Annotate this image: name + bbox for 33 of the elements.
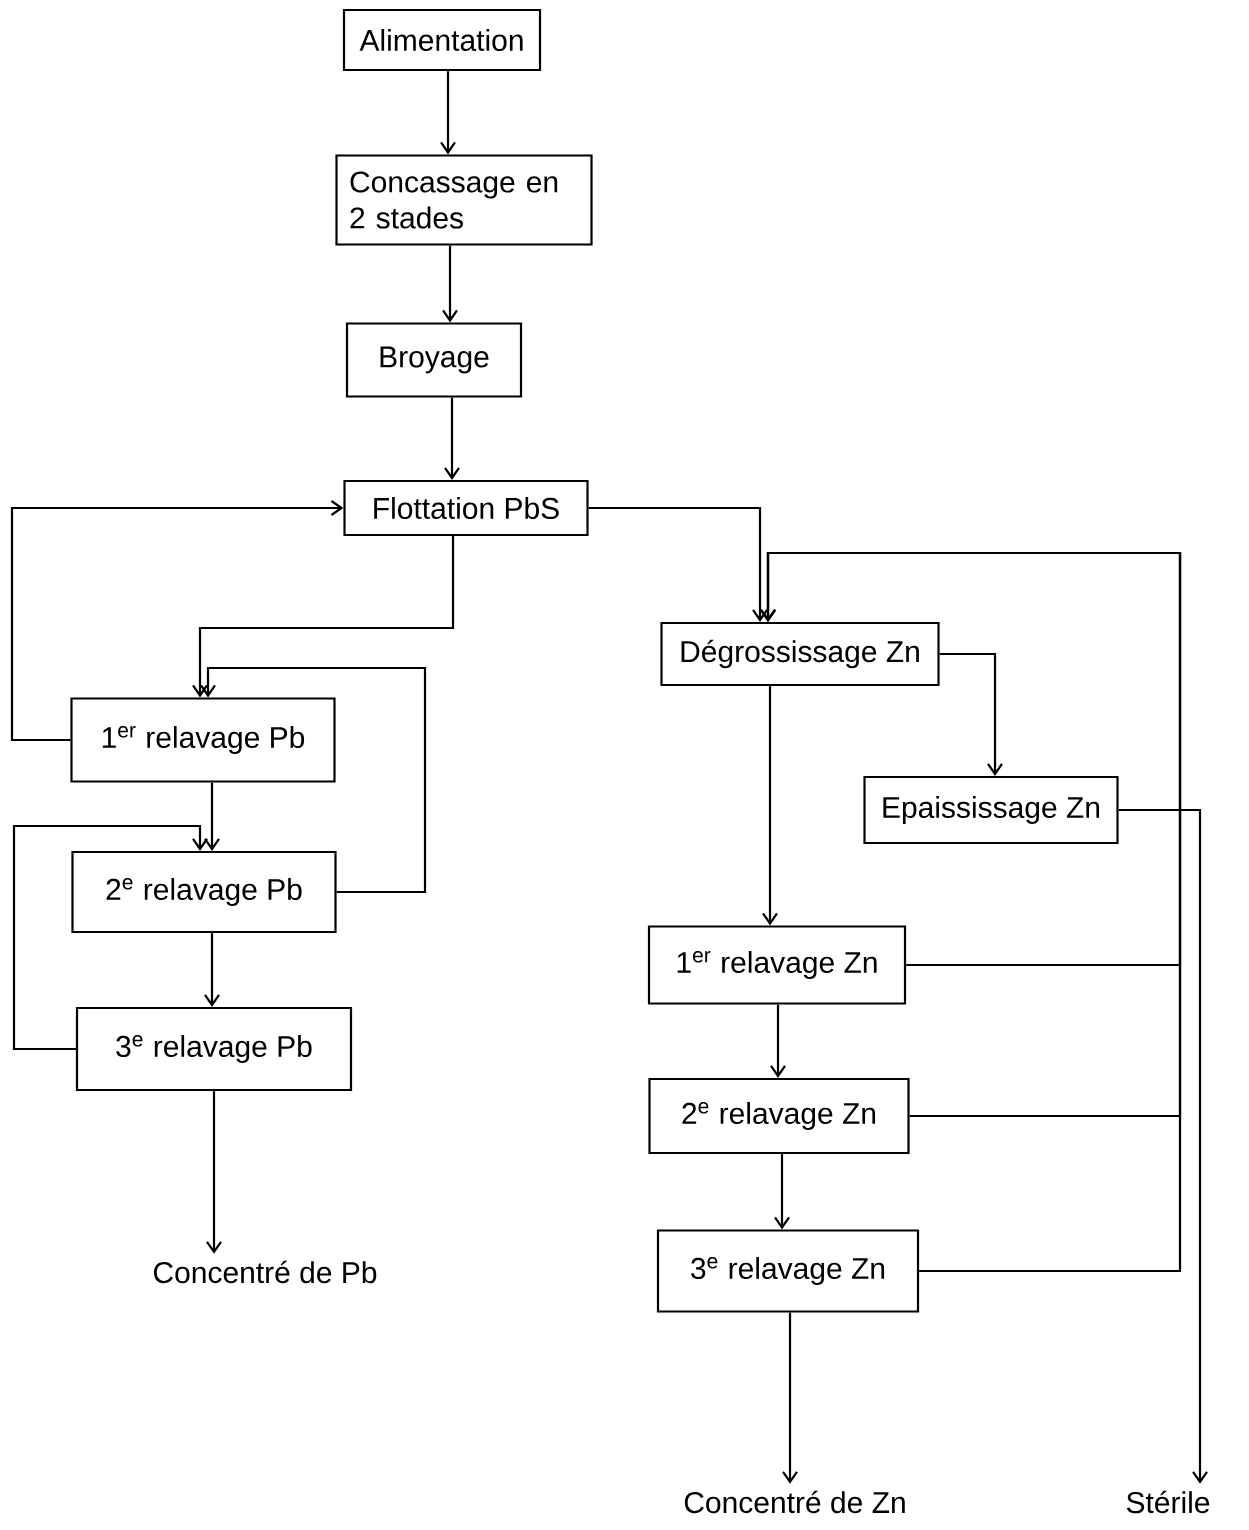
process-box: Dégrossissage Zn xyxy=(660,621,940,687)
arrow xyxy=(192,536,455,698)
process-box: Epaississage Zn xyxy=(863,775,1119,845)
process-box: 2$^{e}$ relavage Pb xyxy=(71,850,337,934)
process-box: Broyage xyxy=(345,322,523,398)
process-box: 1$^{er}$ relavage Pb xyxy=(70,697,336,783)
arrow xyxy=(444,397,460,480)
arrow xyxy=(774,1154,790,1230)
process-box: Flottation PbS xyxy=(343,479,589,537)
output-label: Concentré de Pb xyxy=(153,1260,377,1284)
arrow xyxy=(206,1091,222,1254)
arrow xyxy=(1118,808,1208,1484)
arrow xyxy=(939,652,1003,776)
process-box: 2$^{e}$ relavage Zn xyxy=(648,1077,910,1155)
process-box: 3$^{e}$ relavage Zn xyxy=(656,1229,920,1313)
arrow xyxy=(200,666,427,894)
arrow xyxy=(782,1312,798,1484)
arrow xyxy=(12,824,208,1051)
arrow xyxy=(442,245,458,323)
output-label: Concentré de Zn xyxy=(684,1490,905,1514)
process-box: Concassage en 2 stades xyxy=(335,154,593,246)
arrow xyxy=(204,782,220,851)
process-box: 3$^{e}$ relavage Pb xyxy=(75,1006,353,1092)
process-box: Alimentation xyxy=(342,8,542,72)
arrow xyxy=(770,1004,786,1078)
output-label: Stérile xyxy=(1126,1490,1210,1514)
process-box: 1$^{er}$ relavage Zn xyxy=(647,925,907,1005)
arrow xyxy=(762,686,778,926)
arrow xyxy=(204,933,220,1007)
arrow xyxy=(440,71,456,155)
arrow xyxy=(760,551,1182,1273)
arrow xyxy=(588,506,768,622)
arrow xyxy=(10,500,344,742)
